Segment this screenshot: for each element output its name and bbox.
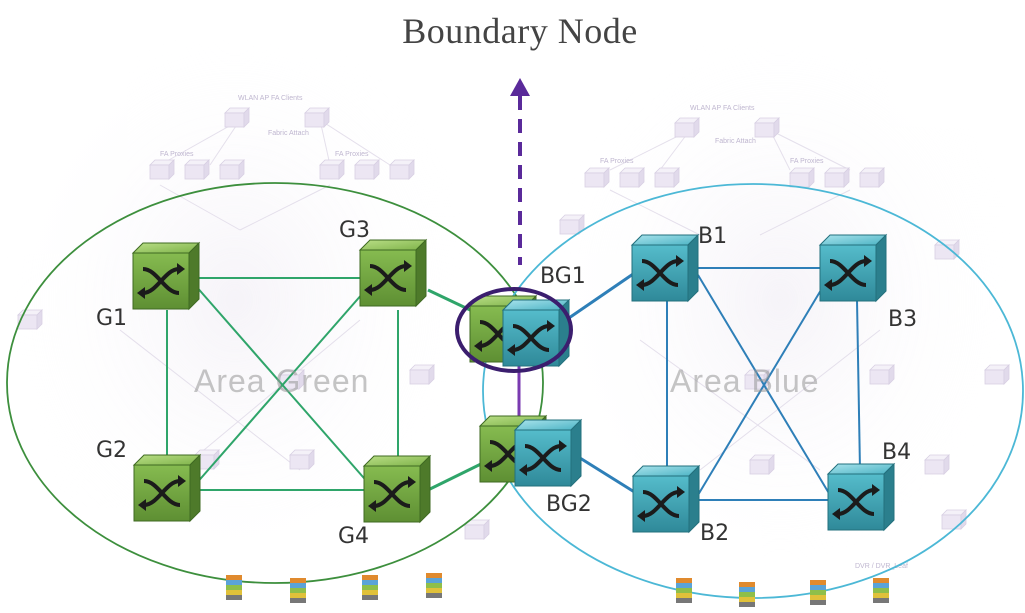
node-label-g2: G2: [96, 438, 128, 463]
switch-b1: [630, 233, 700, 303]
switch-b4: [826, 462, 896, 532]
switch-g1: [131, 241, 201, 311]
node-label-bg1: BG1: [540, 264, 586, 289]
area-green-links: [166, 277, 488, 492]
boundary-node-ring: [455, 287, 573, 373]
switch-g4: [362, 454, 432, 524]
node-label-b4: B4: [882, 440, 912, 465]
switch-g3: [358, 238, 428, 308]
node-label-b2: B2: [700, 521, 730, 546]
fabric-attach-left: Fabric Attach: [268, 130, 309, 137]
switch-b3: [818, 233, 888, 303]
fa-proxies-label-3: FA Proxies: [600, 158, 634, 165]
node-label-b1: B1: [698, 224, 728, 249]
wlan-label-left: WLAN AP FA Clients: [238, 95, 303, 102]
switch-b2: [631, 464, 701, 534]
node-label-g1: G1: [96, 306, 128, 331]
fa-proxies-label-2: FA Proxies: [335, 151, 369, 158]
node-label-g3: G3: [339, 218, 371, 243]
node-label-b3: B3: [888, 307, 918, 332]
node-label-g4: G4: [338, 524, 370, 549]
fabric-attach-right: Fabric Attach: [715, 138, 756, 145]
fa-proxies-label-4: FA Proxies: [790, 158, 824, 165]
switch-g2: [132, 453, 202, 523]
area-blue-label: Area Blue: [670, 363, 820, 399]
area-green-boundary: [6, 182, 544, 584]
fa-proxies-label-1: FA Proxies: [160, 151, 194, 158]
wlan-label-right: WLAN AP FA Clients: [690, 105, 755, 112]
switch-bg2-blue: [513, 418, 583, 488]
background-scenery: WLAN AP FA Clients WLAN AP FA Clients Fa…: [0, 20, 1020, 580]
node-label-bg2: BG2: [546, 492, 592, 517]
diagram-title: Boundary Node: [402, 11, 638, 51]
area-blue-links: [565, 267, 861, 501]
area-green-label: Area Green: [194, 363, 370, 399]
dvr-leaf-label: DVR / DVR_Leaf: [855, 563, 908, 570]
